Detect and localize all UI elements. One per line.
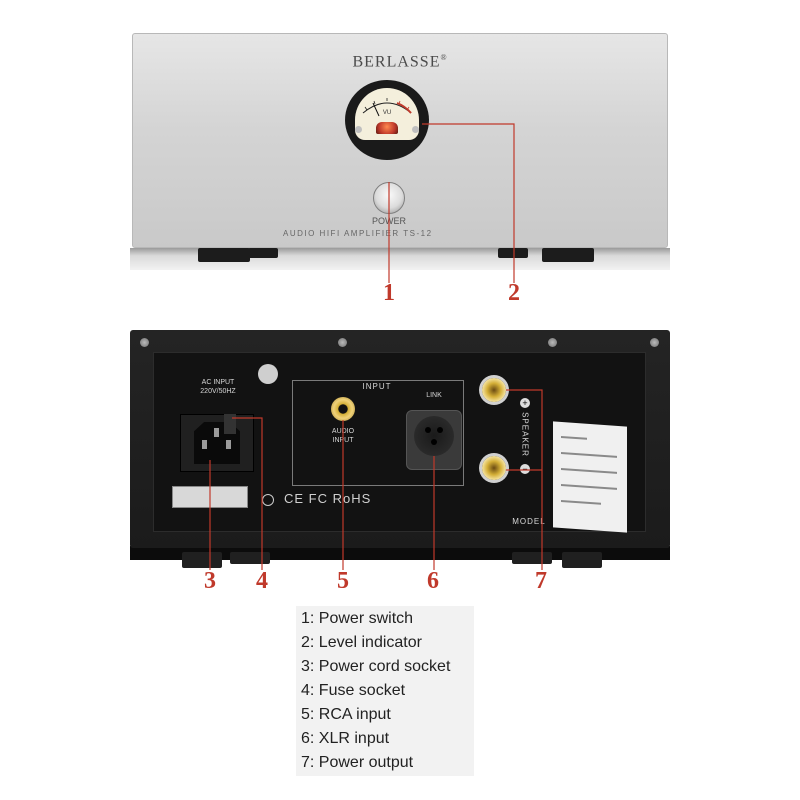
chassis-screw xyxy=(140,338,149,347)
rca-input-jack[interactable] xyxy=(331,397,355,421)
legend-item: 6: XLR input xyxy=(301,730,390,747)
callout-number-1: 1 xyxy=(383,280,395,306)
amp-foot xyxy=(198,248,250,262)
xlr-pin-hole xyxy=(425,427,431,433)
speaker-negative-terminal[interactable] xyxy=(482,456,506,480)
brand-name: BERLASSE xyxy=(352,53,441,71)
ac-input-label: AC INPUT xyxy=(201,379,235,386)
legend-item: 1: Power switch xyxy=(301,610,414,627)
xlr-pin-hole xyxy=(437,427,443,433)
callout-number-3: 3 xyxy=(204,568,216,594)
chassis-screw xyxy=(338,338,347,347)
ground-symbol-icon xyxy=(258,364,278,384)
callout-number-2: 2 xyxy=(508,280,520,306)
amp-foot xyxy=(230,552,270,564)
vu-label: VU xyxy=(382,110,392,116)
link-label: LINK xyxy=(426,392,442,399)
ac-input-rating: 220V/50HZ xyxy=(200,388,236,395)
legend-item: 4: Fuse socket xyxy=(301,682,406,699)
legend-item: 5: RCA input xyxy=(301,706,391,723)
brand-registered-mark: ® xyxy=(440,53,448,62)
socket-pin xyxy=(226,440,231,449)
callout-number-5: 5 xyxy=(337,568,349,594)
callout-number-4: 4 xyxy=(256,568,268,594)
negative-polarity-icon: − xyxy=(520,464,530,474)
amp-foot xyxy=(542,248,594,262)
input-section-label: INPUT xyxy=(362,382,392,391)
xlr-pin-hole xyxy=(431,439,437,445)
certification-marks: CE FC RoHS xyxy=(284,491,372,506)
amplifier-front-panel: BERLASSE® VU POWER AUDIO HIFI AMPLIFIER … xyxy=(132,33,668,248)
input-panel-frame xyxy=(292,380,464,486)
callout-line-4 xyxy=(232,417,263,570)
meter-screw xyxy=(355,126,362,133)
callout-number-6: 6 xyxy=(427,568,439,594)
speaker-positive-terminal[interactable] xyxy=(482,378,506,402)
xlr-jack-face xyxy=(414,416,454,456)
meter-screw xyxy=(412,126,419,133)
amp-foot xyxy=(182,552,222,568)
socket-pin xyxy=(214,428,219,437)
legend-item: 2: Level indicator xyxy=(301,634,422,651)
socket-pin xyxy=(202,440,207,449)
positive-polarity-icon: + xyxy=(520,398,530,408)
legend-item: 3: Power cord socket xyxy=(301,658,451,675)
front-model-label: AUDIO HIFI AMPLIFIER TS-12 xyxy=(283,229,433,238)
chassis-screw xyxy=(548,338,557,347)
rear-panel-base xyxy=(130,546,670,568)
brand-logo: BERLASSE® xyxy=(133,53,667,71)
callout-number-7: 7 xyxy=(535,568,547,594)
amp-foot xyxy=(498,248,528,258)
meter-lamp xyxy=(376,122,398,134)
fuse-socket[interactable] xyxy=(224,414,236,434)
callout-line-2 xyxy=(422,123,515,283)
amp-foot xyxy=(248,248,278,258)
callout-line-7 xyxy=(506,389,543,570)
amp-foot xyxy=(562,552,602,568)
component-legend: 1: Power switch 2: Level indicator 3: Po… xyxy=(296,606,474,776)
vu-meter-scale xyxy=(362,98,412,117)
legend-item: 7: Power output xyxy=(301,754,414,771)
chassis-screw xyxy=(650,338,659,347)
front-panel-base xyxy=(130,248,670,270)
rear-model-label: MODEL xyxy=(512,517,546,526)
